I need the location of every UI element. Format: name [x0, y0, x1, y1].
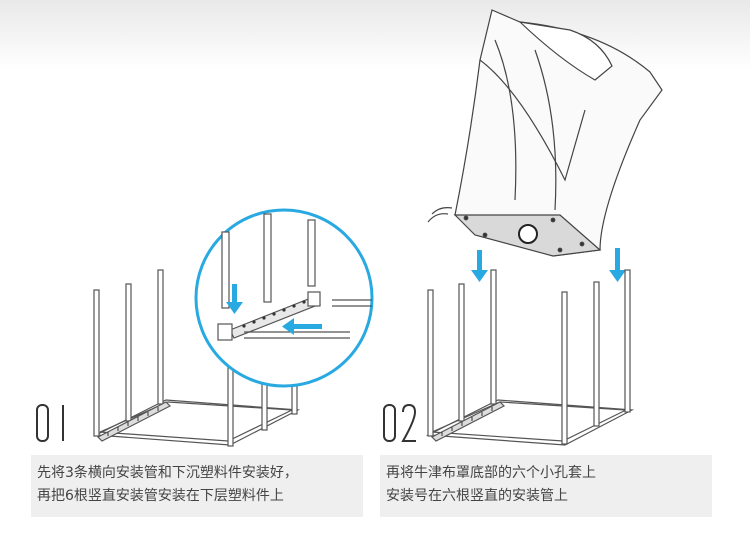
step1-caption: 先将3条横向安装管和下沉塑料件安装好， 再把6根竖直安装管安装在下层塑料件上 — [31, 455, 363, 517]
down-arrow-icon — [609, 248, 626, 282]
step-number-02 — [383, 403, 417, 442]
pole — [125, 283, 132, 422]
zoom-detail — [194, 208, 374, 388]
down-arrow-icon — [226, 284, 243, 314]
step2-frame — [425, 269, 635, 446]
caption-line: 再把6根竖直安装管安装在下层塑料件上 — [37, 488, 284, 504]
step2-caption: 再将牛津布罩底部的六个小孔套上 安装号在六根竖直的安装管上 — [380, 455, 712, 517]
left-arrow-icon — [282, 318, 322, 335]
pole — [157, 269, 164, 405]
caption-line: 先将3条横向安装管和下沉塑料件安装好， — [37, 465, 298, 481]
step-number-01 — [36, 404, 64, 442]
cover-fabric — [427, 9, 663, 257]
caption-line: 再将牛津布罩底部的六个小孔套上 — [386, 465, 596, 481]
down-arrow-icon — [471, 250, 488, 282]
caption-line: 安装号在六根竖直的安装管上 — [386, 488, 568, 504]
pole — [93, 289, 100, 437]
